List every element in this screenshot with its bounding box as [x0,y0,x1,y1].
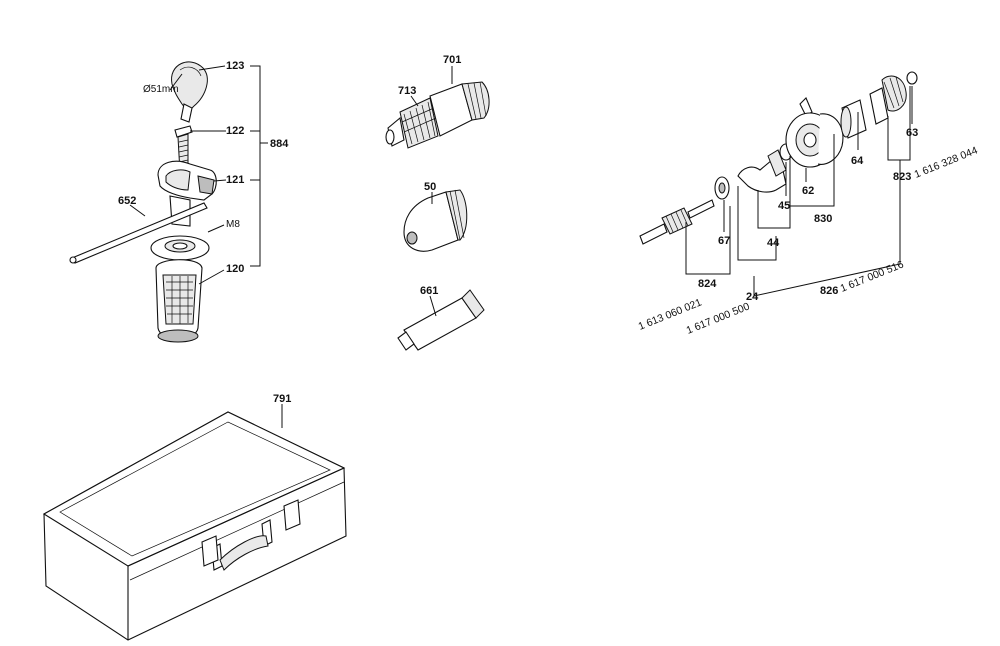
callout-45: 45 [778,200,790,212]
callout-44: 44 [767,237,780,249]
callout-713: 713 [398,85,416,97]
label-diameter: Ø51mm [143,84,179,95]
callout-661: 661 [420,285,438,297]
callout-830: 830 [814,213,832,225]
carrying-case-part [42,411,347,641]
handle-grip-part [155,259,203,343]
pinion-gear-part [869,71,918,125]
gear-housing-part [785,97,844,168]
chuck-leaders [410,66,453,107]
callout-64: 64 [851,155,864,167]
part-number-1617-516: 1 617 000 516 [839,258,906,294]
callout-652: 652 [118,195,136,207]
callout-824: 824 [698,278,717,290]
shift-fork-part [737,149,787,193]
right-leader-lines [685,86,913,297]
depth-gauge-rod-part [69,202,208,264]
grease-tube-part [397,289,485,351]
callout-121: 121 [226,174,244,186]
case-latch-part [201,499,301,567]
callout-701: 701 [443,54,461,66]
callout-67: 67 [718,235,730,247]
callout-826: 826 [820,285,838,297]
callout-123: 123 [226,60,244,72]
left-leader-lines [129,65,268,285]
handle-washer-part [150,235,210,261]
chuck-sleeve-part [403,189,468,252]
callout-823: 823 [893,171,911,183]
callout-50: 50 [424,181,436,193]
sleeve-bearing-part [840,99,867,139]
callout-122: 122 [226,125,244,137]
grease-leader [429,295,437,317]
keyless-chuck-part [385,81,490,149]
callout-884: 884 [270,138,289,150]
callout-120: 120 [226,263,244,275]
callout-m8: M8 [226,219,240,230]
callout-24: 24 [746,291,759,303]
diameter-arrow [169,73,183,91]
part-number-1616: 1 616 328 044 [913,144,980,180]
callout-62: 62 [802,185,814,197]
callout-791: 791 [273,393,291,405]
bearing-ring-part [714,176,730,200]
callout-63: 63 [906,127,918,139]
depth-stop-cap-part [171,61,208,123]
drive-shaft-part [639,199,715,245]
